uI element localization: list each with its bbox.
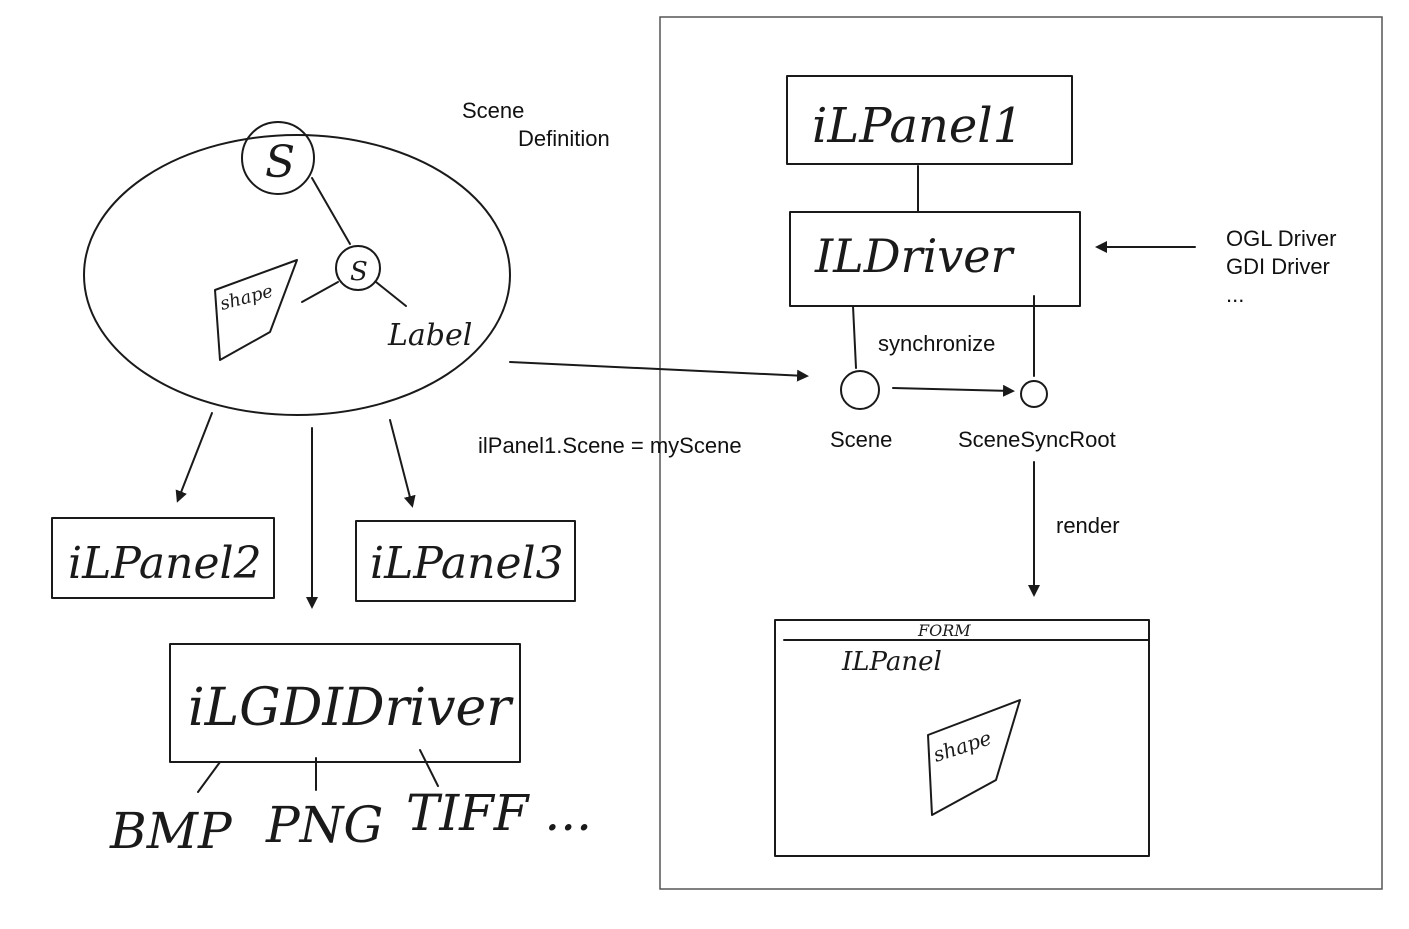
format-png: PNG bbox=[265, 796, 383, 854]
assignment-text: ilPanel1.Scene = myScene bbox=[478, 433, 742, 458]
gdi-to-tiff-edge bbox=[419, 749, 439, 787]
driver-box bbox=[789, 211, 1081, 307]
right-frame bbox=[659, 16, 1383, 890]
synchronize-arrow bbox=[892, 384, 1015, 397]
form-shape-label: shape bbox=[930, 725, 994, 766]
panel2-label: iLPanel2 bbox=[68, 538, 262, 589]
form-panel-label: ILPanel bbox=[841, 647, 942, 677]
assignment-arrow bbox=[509, 361, 809, 382]
drivers-list-item-ogl: OGL Driver bbox=[1226, 226, 1336, 251]
root-node-circle bbox=[241, 121, 315, 195]
driver-to-scene-edge bbox=[852, 305, 857, 369]
driver-label: ILDriver bbox=[814, 229, 1016, 283]
child-node-label: S bbox=[350, 257, 368, 287]
arrow-to-panel2 bbox=[175, 412, 213, 503]
syncroot-label: SceneSyncRoot bbox=[958, 427, 1116, 452]
label-element: Label bbox=[387, 318, 472, 353]
child-to-shape-edge bbox=[301, 281, 339, 303]
child-to-label-edge bbox=[375, 281, 407, 307]
scene-definition-group: Scene Definition S S shape Label bbox=[83, 98, 610, 416]
child-node-circle bbox=[335, 245, 381, 291]
format-bmp: BMP bbox=[109, 802, 233, 860]
syncroot-node bbox=[1020, 380, 1048, 408]
scene-ellipse bbox=[83, 134, 511, 416]
form-shape bbox=[927, 699, 1021, 816]
scene-definition-title-line2: Definition bbox=[518, 126, 610, 151]
arrow-to-panel3 bbox=[389, 419, 416, 508]
form-title: FORM bbox=[917, 621, 971, 640]
panel3-box bbox=[355, 520, 576, 602]
gdi-driver-label: iLGDIDriver bbox=[188, 678, 514, 738]
gdi-to-bmp-edge bbox=[197, 761, 221, 793]
scene-node bbox=[840, 370, 880, 410]
scene-definition-title-line1: Scene bbox=[462, 98, 524, 123]
panel1-box bbox=[786, 75, 1073, 165]
root-to-child-edge bbox=[311, 177, 351, 245]
panel3-label: iLPanel3 bbox=[370, 538, 564, 589]
shape-element bbox=[214, 259, 298, 361]
drivers-list-item-more: ... bbox=[1226, 282, 1244, 307]
form-window bbox=[774, 619, 1150, 857]
root-node-label: S bbox=[265, 137, 295, 188]
scene-label: Scene bbox=[830, 427, 892, 452]
format-tiff: TIFF ... bbox=[406, 784, 592, 842]
drivers-list-item-gdi: GDI Driver bbox=[1226, 254, 1330, 279]
synchronize-label: synchronize bbox=[878, 331, 995, 356]
panel2-box bbox=[51, 517, 275, 599]
gdi-driver-box bbox=[169, 643, 521, 763]
panel1-label: iLPanel1 bbox=[812, 98, 1023, 154]
render-label: render bbox=[1056, 513, 1120, 538]
